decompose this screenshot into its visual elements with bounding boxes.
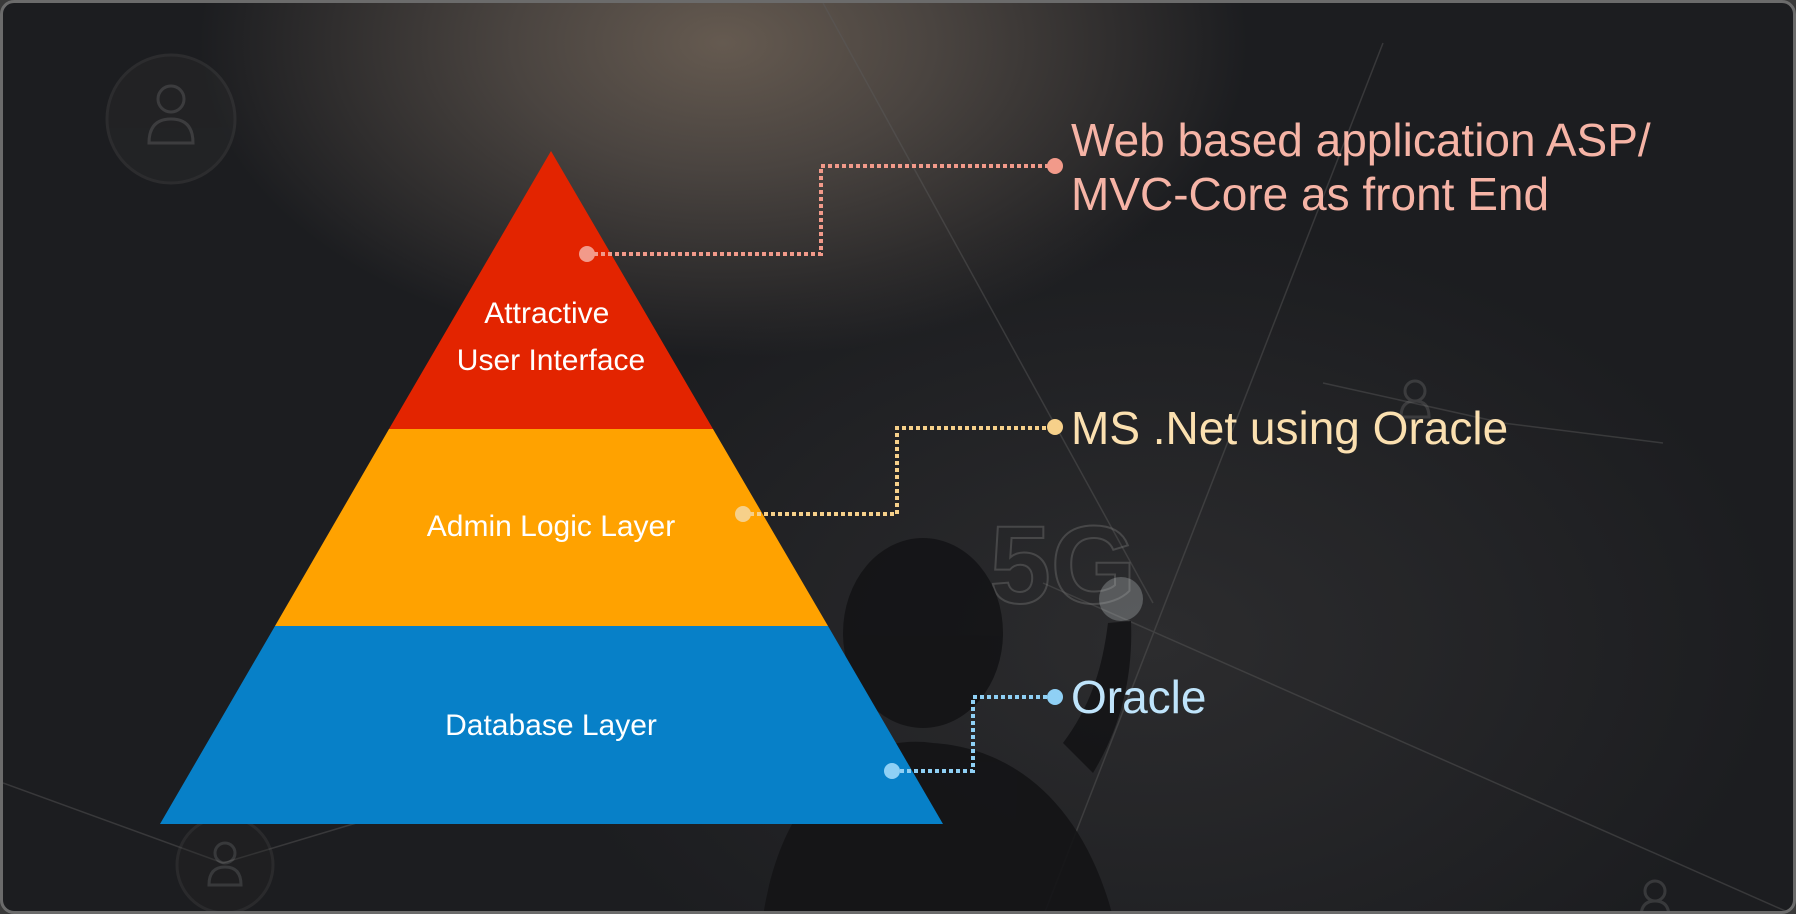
- connector-middle: [743, 426, 1053, 516]
- tier-top-label: Attractive User Interface: [457, 297, 645, 377]
- tier-middle-description: MS .Net using Oracle: [1071, 402, 1508, 454]
- hand-glow: [1099, 577, 1143, 621]
- connector-middle-start-dot: [735, 506, 751, 522]
- tier-middle-label: Admin Logic Layer: [427, 510, 675, 543]
- user-icon: [105, 53, 237, 185]
- user-icon: [1640, 879, 1670, 911]
- connector-middle-end-dot: [1047, 419, 1063, 435]
- tier-bottom: [160, 626, 943, 824]
- pyramid: Attractive User Interface Admin Logic La…: [160, 151, 943, 824]
- tier-top-description-line2: MVC-Core as front End: [1071, 168, 1549, 220]
- user-icon: [1399, 379, 1431, 419]
- connector-bottom-start-dot: [884, 763, 900, 779]
- tier-top-label-line1: Attractive: [484, 297, 609, 330]
- connector-bottom-end-dot: [1047, 689, 1063, 705]
- tier-top-label-line2: User Interface: [457, 344, 645, 377]
- tier-middle: [275, 429, 828, 626]
- tier-top-description-line1: Web based application ASP/: [1071, 114, 1651, 166]
- tier-bottom-description: Oracle: [1071, 671, 1206, 723]
- connector-top: [587, 164, 1053, 256]
- tier-top-description: Web based application ASP/ MVC-Core as f…: [1071, 114, 1663, 220]
- background-network: [3, 3, 1788, 911]
- connector-top-start-dot: [579, 246, 595, 262]
- user-icon: [175, 815, 275, 911]
- watermark-5g: 5G: [990, 504, 1137, 627]
- tier-bottom-label: Database Layer: [445, 709, 657, 742]
- connector-top-end-dot: [1047, 158, 1063, 174]
- tier-top: [389, 151, 713, 429]
- diagram-canvas: 5G Attractive User Interface Admin Logic…: [3, 3, 1788, 911]
